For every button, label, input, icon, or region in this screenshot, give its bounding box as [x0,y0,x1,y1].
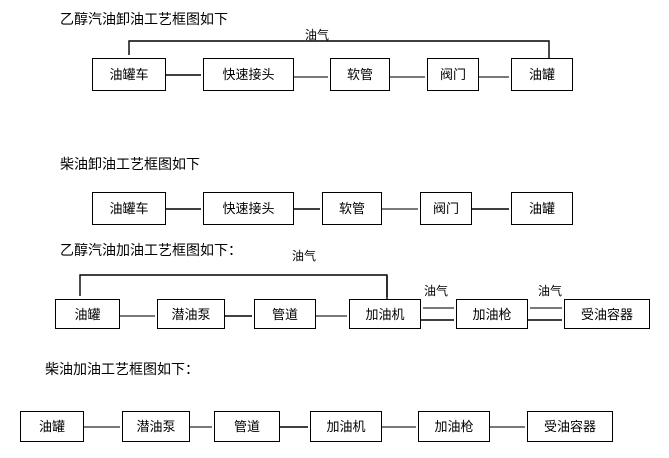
section-title-diesel-refuel: 柴油加油工艺框图如下： [45,361,199,377]
edge-label-vapor-nozzle-to-dispenser: 油气 [424,284,449,298]
node-receiving-vessel-3[interactable]: 受油容器 [564,299,650,329]
node-nozzle-3[interactable]: 加油枪 [456,299,528,329]
node-hose-2[interactable]: 软管 [322,192,382,225]
node-valve-2[interactable]: 阀门 [420,192,472,225]
section-title-diesel-unload: 柴油卸油工艺框图如下 [60,156,200,172]
node-tanker-truck-1[interactable]: 油罐车 [92,58,166,91]
node-oil-tank-2[interactable]: 油罐 [511,192,573,225]
node-dispenser-3[interactable]: 加油机 [349,299,421,329]
node-valve-1[interactable]: 阀门 [427,58,479,91]
node-oil-tank-4[interactable]: 油罐 [20,411,84,442]
node-oil-tank-1[interactable]: 油罐 [511,58,573,91]
node-pipeline-3[interactable]: 管道 [254,299,316,329]
edge-label-vapor-return-1: 油气 [305,28,330,42]
node-receiving-vessel-4[interactable]: 受油容器 [527,411,613,442]
node-hose-1[interactable]: 软管 [330,58,390,91]
node-pipeline-4[interactable]: 管道 [214,411,280,442]
section-title-ethanol-gasoline-unload: 乙醇汽油卸油工艺框图如下 [60,11,228,27]
edge-label-vapor-return-3: 油气 [292,249,317,263]
node-quick-coupling-1[interactable]: 快速接头 [203,58,294,91]
node-quick-coupling-2[interactable]: 快速接头 [203,192,294,225]
node-dispenser-4[interactable]: 加油机 [310,411,382,442]
node-submersible-pump-4[interactable]: 潜油泵 [122,411,190,442]
node-oil-tank-3[interactable]: 油罐 [55,299,120,329]
node-submersible-pump-3[interactable]: 潜油泵 [157,299,225,329]
node-nozzle-4[interactable]: 加油枪 [418,411,490,442]
edge-label-vapor-receiver-to-nozzle: 油气 [538,284,563,298]
node-tanker-truck-2[interactable]: 油罐车 [92,192,166,225]
section-title-ethanol-gasoline-refuel: 乙醇汽油加油工艺框图如下： [60,242,242,258]
